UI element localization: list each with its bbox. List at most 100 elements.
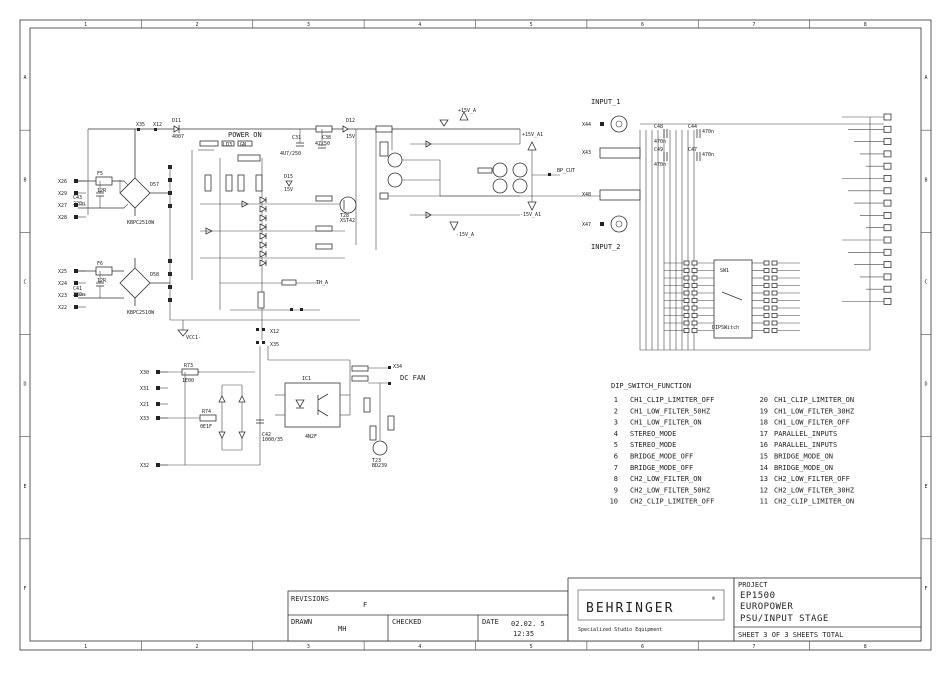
conn-x32: X32 bbox=[140, 463, 168, 469]
grid-col-1-bottom: 1 bbox=[84, 644, 87, 650]
conn-x23: X23 bbox=[58, 293, 86, 299]
c48-ref: C48 bbox=[654, 124, 663, 130]
dip-row-right-number: 14 bbox=[760, 464, 768, 472]
dip-row-right-label: BRIDGE_MODE_ON bbox=[774, 464, 833, 472]
dip-row-left-number: 2 bbox=[614, 407, 618, 415]
array-diode bbox=[259, 259, 267, 267]
vcc-symbol bbox=[177, 329, 189, 337]
header-pin bbox=[883, 211, 892, 219]
drawn-value: MH bbox=[338, 625, 346, 633]
array-diode bbox=[259, 214, 267, 222]
dip-row-left-number: 9 bbox=[614, 486, 618, 494]
dip-row-right-number: 18 bbox=[760, 419, 768, 427]
pos15a-label: +15V_A bbox=[458, 108, 476, 114]
dip-pin bbox=[763, 260, 770, 266]
grid-col-7-top: 7 bbox=[752, 22, 755, 28]
conn-x25-label: X25 bbox=[58, 269, 67, 275]
sheet-count: SHEET 3 OF 3 SHEETS TOTAL bbox=[738, 631, 843, 639]
project-label: PROJECT bbox=[738, 581, 768, 589]
resistor-ladder bbox=[191, 150, 263, 340]
dip-row-left-number: 4 bbox=[614, 430, 618, 438]
conn-x33-label: X33 bbox=[140, 416, 149, 422]
conn-x33: X33 bbox=[140, 416, 168, 422]
d11-ref: D11 bbox=[172, 118, 181, 124]
x12-top-label: X12 bbox=[153, 122, 162, 128]
x12-mid-label: X12 bbox=[270, 329, 279, 335]
grid-col-6-bottom: 6 bbox=[641, 644, 644, 650]
dip-pin bbox=[771, 283, 778, 288]
dip-pin bbox=[763, 275, 770, 281]
header-pin bbox=[883, 150, 892, 158]
d11-value: 4007 bbox=[172, 134, 184, 140]
dip-pin bbox=[763, 298, 770, 303]
r74-symbol bbox=[199, 414, 217, 422]
bridge-bottom-ref: D58 bbox=[150, 272, 159, 278]
dip-row-left-label: CH1_LOW_FILTER_50HZ bbox=[630, 407, 710, 415]
dip-row-right-label: BRIDGE_MODE_ON bbox=[774, 453, 833, 461]
dip-pin bbox=[771, 328, 778, 333]
dip-pin bbox=[763, 320, 770, 326]
c43-ref: C43 bbox=[73, 195, 82, 201]
outer-frame bbox=[19, 19, 932, 651]
conn-x25: X25 bbox=[58, 269, 86, 275]
t28-symbol bbox=[339, 196, 357, 214]
dip-pin bbox=[691, 298, 698, 303]
c44-ref: C44 bbox=[688, 124, 697, 130]
grid-col-8-bottom: 8 bbox=[864, 644, 867, 650]
header-pin bbox=[883, 125, 892, 133]
fuse-top-value: 12R bbox=[97, 188, 107, 194]
r73-ref: R73 bbox=[184, 363, 193, 369]
c47-value: 470n bbox=[702, 152, 714, 158]
vcc-label: VCC1- bbox=[186, 335, 201, 341]
brand-logo-text: BEHRINGER bbox=[586, 601, 674, 616]
dip-row-right-label: PARALLEL_INPUTS bbox=[774, 441, 837, 449]
fuse-bottom-value: 12R bbox=[97, 278, 107, 284]
dip-pin bbox=[771, 298, 778, 303]
grid-row-C-right: C bbox=[924, 279, 927, 285]
dip-row-right-number: 13 bbox=[760, 475, 768, 483]
dip-row-right-label: CH2_LOW_FILTER_30HZ bbox=[774, 486, 854, 494]
t28-value: XST42 bbox=[340, 218, 355, 224]
header-pin bbox=[883, 113, 892, 121]
grid-row-E-left: E bbox=[23, 484, 26, 490]
neg15a-label: -15V_A bbox=[456, 232, 474, 238]
c38-value: 47/50 bbox=[315, 141, 330, 147]
th-a-label: TH_A bbox=[316, 280, 328, 286]
t23-symbol bbox=[372, 440, 388, 456]
inner-frame bbox=[29, 27, 922, 642]
dip-switch-function-table: 1 CH1_CLIP_LIMITER_OFF 2 CH1_LOW_FILTER_50H… bbox=[610, 396, 855, 506]
conn-x43-label: X43 bbox=[582, 150, 591, 156]
header-pin bbox=[883, 175, 892, 182]
dip-row-left-label: CH1_CLIP_LIMITER_OFF bbox=[630, 396, 714, 404]
grid-col-3-bottom: 3 bbox=[307, 644, 310, 650]
conn-x21: X21 bbox=[140, 402, 168, 408]
bridge-top-ref: D57 bbox=[150, 182, 159, 188]
r73-value: 1E00 bbox=[182, 378, 194, 384]
grid-col-3-top: 3 bbox=[307, 22, 310, 28]
x35-top-label: X35 bbox=[136, 122, 145, 128]
fan-diode-bridge bbox=[218, 384, 246, 451]
dip-row-left-number: 1 bbox=[614, 396, 618, 404]
grid-row-A-right: A bbox=[924, 75, 927, 81]
grid-col-2-top: 2 bbox=[196, 22, 199, 28]
input-2-trs bbox=[599, 189, 641, 201]
conn-x44: X44 bbox=[582, 122, 604, 128]
array-diode bbox=[259, 196, 267, 204]
dip-row-left-number: 5 bbox=[614, 441, 618, 449]
dip-pin bbox=[683, 268, 690, 273]
grid-col-7-bottom: 7 bbox=[752, 644, 755, 650]
dip-row-left-label: BRIDGE_MODE_OFF bbox=[630, 464, 693, 472]
dip-pin bbox=[763, 290, 770, 296]
dip-row-right-number: 16 bbox=[760, 441, 768, 449]
array-diode bbox=[259, 205, 267, 213]
fuse-bottom-ref: F6 bbox=[97, 261, 103, 267]
bridge-top-symbol bbox=[119, 177, 151, 209]
array-diode bbox=[259, 223, 267, 231]
dip-row-right-number: 19 bbox=[760, 407, 768, 415]
dip-row-right-label: CH1_LOW_FILTER_OFF bbox=[774, 419, 850, 427]
dip-table-title: DIP_SWITCH_FUNCTION bbox=[611, 382, 691, 390]
dc-fan-label: DC FAN bbox=[400, 374, 425, 382]
